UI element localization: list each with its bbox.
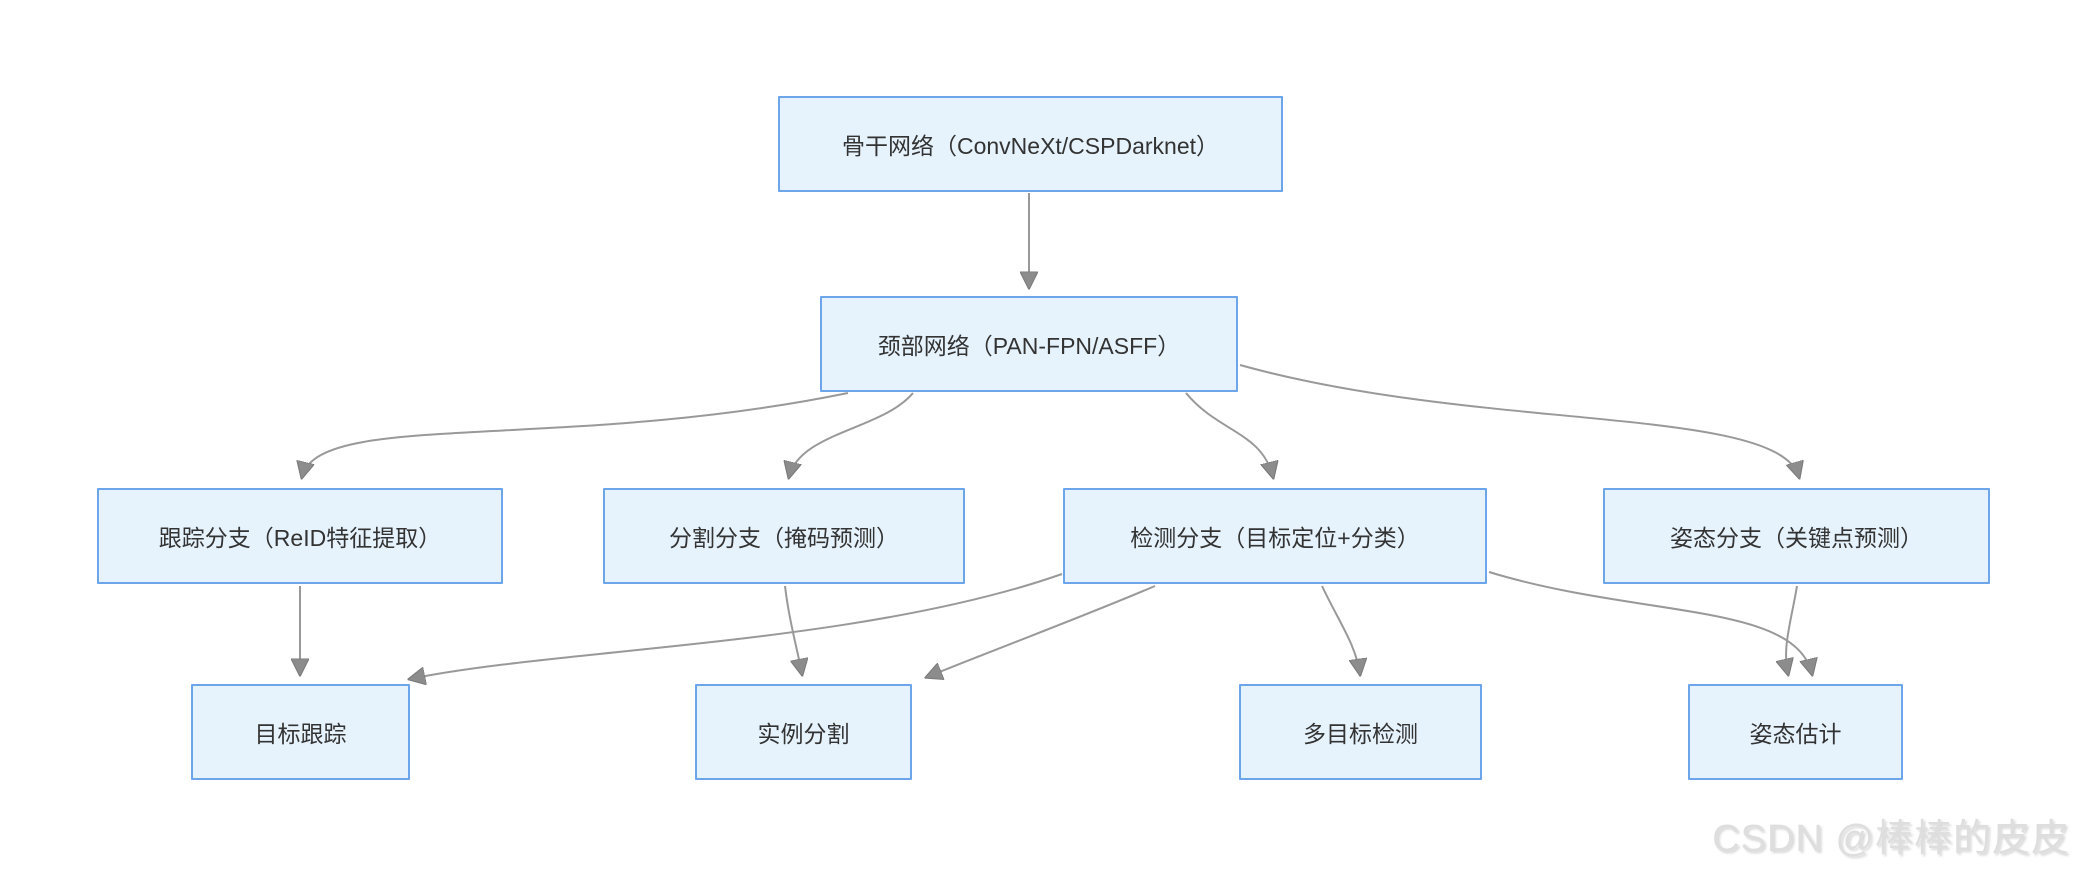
edge-neck-seg-branch xyxy=(789,392,914,477)
edge-neck-pose-branch xyxy=(1239,364,1799,477)
node-track-out: 目标跟踪 xyxy=(191,684,410,780)
edge-det-branch-track-out xyxy=(410,573,1063,679)
edge-det-branch-seg-out xyxy=(927,585,1156,677)
node-track-out-label: 目标跟踪 xyxy=(254,721,347,747)
node-neck-label: 颈部网络（PAN-FPN/ASFF） xyxy=(877,333,1181,359)
node-neck: 颈部网络（PAN-FPN/ASFF） xyxy=(820,296,1238,392)
node-seg-branch: 分割分支（掩码预测） xyxy=(603,488,965,584)
edge-neck-track-branch xyxy=(302,392,849,477)
csdn-watermark: CSDN @棒棒的皮皮 xyxy=(1712,818,2070,860)
node-seg-out: 实例分割 xyxy=(695,684,912,780)
node-pose-out: 姿态估计 xyxy=(1688,684,1903,780)
node-det-branch: 检测分支（目标定位+分类） xyxy=(1063,488,1487,584)
node-det-out-label: 多目标检测 xyxy=(1303,721,1418,747)
node-det-out: 多目标检测 xyxy=(1239,684,1482,780)
node-track-branch-label: 跟踪分支（ReID特征提取） xyxy=(158,525,442,551)
node-pose-branch: 姿态分支（关键点预测） xyxy=(1603,488,1990,584)
edge-seg-branch-seg-out xyxy=(784,585,802,674)
node-seg-branch-label: 分割分支（掩码预测） xyxy=(669,525,899,551)
edge-neck-det-branch xyxy=(1185,392,1273,477)
node-seg-out-label: 实例分割 xyxy=(757,721,850,747)
node-backbone-label: 骨干网络（ConvNeXt/CSPDarknet） xyxy=(841,133,1220,159)
node-track-branch: 跟踪分支（ReID特征提取） xyxy=(97,488,503,584)
node-pose-branch-label: 姿态分支（关键点预测） xyxy=(1670,525,1923,551)
edge-det-branch-pose-out xyxy=(1488,571,1812,674)
edge-det-branch-det-out xyxy=(1321,585,1360,674)
edge-pose-branch-pose-out xyxy=(1786,585,1798,674)
node-det-branch-label: 检测分支（目标定位+分类） xyxy=(1130,525,1420,551)
node-backbone: 骨干网络（ConvNeXt/CSPDarknet） xyxy=(778,96,1283,192)
node-pose-out-label: 姿态估计 xyxy=(1749,721,1842,747)
